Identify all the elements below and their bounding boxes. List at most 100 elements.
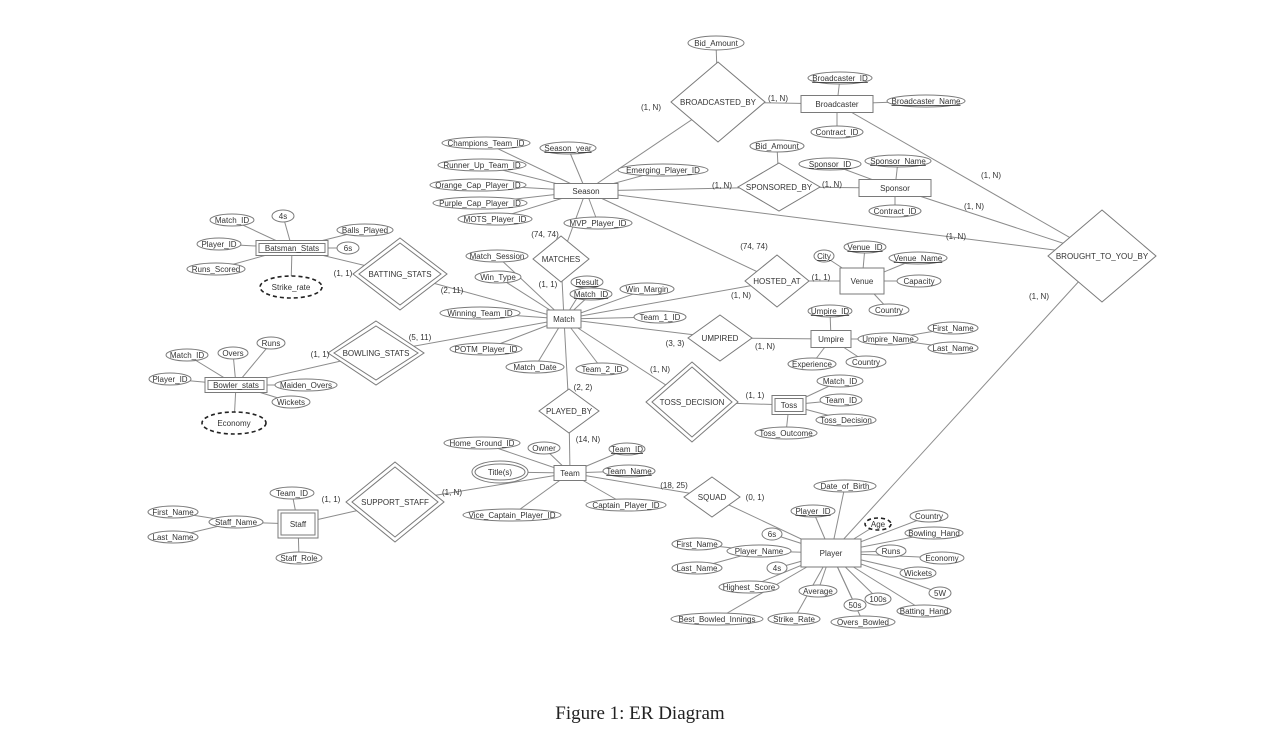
attribute-match-id: Match_ID [816, 374, 864, 388]
attribute-label: MVP_Player_ID [570, 219, 627, 228]
attribute-label: Economy [925, 554, 958, 563]
relationship-label: UMPIRED [702, 334, 739, 343]
attribute-label: Last_Name [153, 533, 194, 542]
attribute-label: Purple_Cap_Player_ID [439, 199, 521, 208]
entity-match: Match [546, 309, 582, 329]
attribute-label: POTM_Player_ID [455, 345, 518, 354]
cardinality-label: (1, 1) [311, 350, 330, 359]
attribute-label: Date_of_Birth [821, 482, 870, 491]
attribute-bowling-hand: Bowling_Hand [904, 526, 964, 540]
attribute-label: Winning_Team_ID [447, 309, 513, 318]
attribute-label: Orange_Cap_Player_ID [435, 181, 521, 190]
attribute-economy: Economy [919, 551, 965, 565]
entity-label: Player [820, 549, 843, 558]
figure-caption: Figure 1: ER Diagram [555, 703, 725, 724]
attribute-label: Broadcaster_Name [892, 97, 961, 106]
cardinality-label: (2, 2) [574, 383, 593, 392]
attribute-country: Country [868, 303, 910, 317]
attribute-wickets: Wickets [271, 395, 311, 409]
attribute-label: Title(s) [488, 468, 512, 477]
attribute-label: Season_year [544, 144, 591, 153]
cardinality-label: (1, N) [641, 103, 661, 112]
attribute-win-margin: Win_Margin [619, 282, 675, 296]
attribute-label: Captain_Player_ID [592, 501, 659, 510]
attribute-first-name: First_Name [147, 505, 199, 519]
attribute-title-s: Title(s) [471, 460, 529, 484]
relationship-label: BROUGHT_TO_YOU_BY [1056, 252, 1149, 261]
attribute-best-bowled-innings: Best_Bowled_Innings [670, 612, 764, 626]
relationship-support-staff: SUPPORT_STAFF [345, 461, 445, 543]
attribute-balls-played: Balls_Played [336, 223, 394, 237]
cardinality-label: (1, N) [442, 488, 462, 497]
attribute-last-name: Last_Name [671, 561, 723, 575]
relationship-toss-decision: TOSS_DECISION [645, 361, 739, 443]
attribute-potm-player-id: POTM_Player_ID [449, 342, 523, 356]
attribute-label: Sponsor_ID [809, 160, 851, 169]
cardinality-label: (1, 1) [812, 273, 831, 282]
attribute-champions-team-id: Champions_Team_ID [441, 136, 531, 150]
cardinality-label: (1, N) [712, 181, 732, 190]
relationship-played-by: PLAYED_BY [538, 388, 600, 434]
relationship-squad: SQUAD [683, 476, 741, 518]
attribute-label: First_Name [676, 540, 718, 549]
relationship-batting-stats: BATTING_STATS [352, 237, 448, 311]
cardinality-label: (1, N) [768, 94, 788, 103]
relationship-label: MATCHES [542, 255, 581, 264]
connector-hosted-at-match [563, 280, 778, 320]
attribute-purple-cap-player-id: Purple_Cap_Player_ID [432, 196, 528, 210]
cardinality-label: (1, N) [964, 202, 984, 211]
entity-staff: Staff [277, 509, 319, 539]
attribute-label: Win_Margin [626, 285, 669, 294]
attribute-last-name: Last_Name [147, 530, 199, 544]
connector-match-a-msession [496, 255, 565, 320]
relationship-bowling-stats: BOWLING_STATS [327, 320, 425, 386]
attribute-label: Runner_Up_Team_ID [443, 161, 521, 170]
entity-label: Bowler_stats [213, 381, 259, 390]
attribute-label: Vice_Captain_Player_ID [468, 511, 555, 520]
attribute-label: Wickets [904, 569, 932, 578]
attribute-staff-role: Staff_Role [275, 551, 323, 565]
attribute-last-name: Last_Name [927, 341, 979, 355]
attribute-label: Team_1_ID [640, 313, 681, 322]
attribute-label: Overs [222, 349, 243, 358]
attribute-label: Owner [532, 444, 556, 453]
attribute-label: Umpire_Name [862, 335, 914, 344]
attribute-match-id: Match_ID [209, 213, 255, 227]
attribute-label: Team_ID [825, 396, 857, 405]
attribute-venue-id: Venue_ID [843, 240, 887, 254]
relationship-matches: MATCHES [532, 235, 590, 283]
attribute-label: Staff_Role [280, 554, 318, 563]
attribute-label: Staff_Name [215, 518, 258, 527]
relationship-sponsored-by: SPONSORED_BY [737, 162, 821, 212]
relationship-label: BATTING_STATS [368, 270, 431, 279]
attribute-experience: Experience [787, 357, 837, 371]
attribute-label: Age [871, 520, 886, 529]
attribute-wickets: Wickets [899, 566, 937, 580]
attribute-team-2-id: Team_2_ID [575, 362, 629, 376]
entity-team: Team [553, 465, 587, 481]
cardinality-label: (1, N) [1029, 292, 1049, 301]
attribute-economy: Economy [201, 411, 267, 435]
attribute-first-name: First_Name [671, 537, 723, 551]
attribute-label: Wickets [277, 398, 305, 407]
entity-player: Player [800, 538, 862, 568]
attribute-label: Bid_Amount [755, 142, 799, 151]
relationship-label: SQUAD [698, 493, 727, 502]
attribute-orange-cap-player-id: Orange_Cap_Player_ID [429, 178, 527, 192]
attribute-label: Toss_Outcome [759, 429, 813, 438]
cardinality-label: (1, 1) [334, 269, 353, 278]
attribute-team-1-id: Team_1_ID [633, 310, 687, 324]
attribute-result: Result [570, 275, 604, 289]
attribute-label: Player_ID [152, 375, 187, 384]
attribute-country: Country [845, 355, 887, 369]
connector-team-squad [569, 472, 713, 498]
attribute-win-type: Win_Type [474, 270, 522, 284]
attribute-label: Country [875, 306, 903, 315]
attribute-owner: Owner [527, 441, 561, 455]
attribute-100s: 100s [864, 592, 892, 606]
cardinality-label: (1, 1) [322, 495, 341, 504]
attribute-label: Match_ID [215, 216, 249, 225]
entity-label: Sponsor [880, 184, 910, 193]
attribute-label: Broadcaster_ID [812, 74, 868, 83]
